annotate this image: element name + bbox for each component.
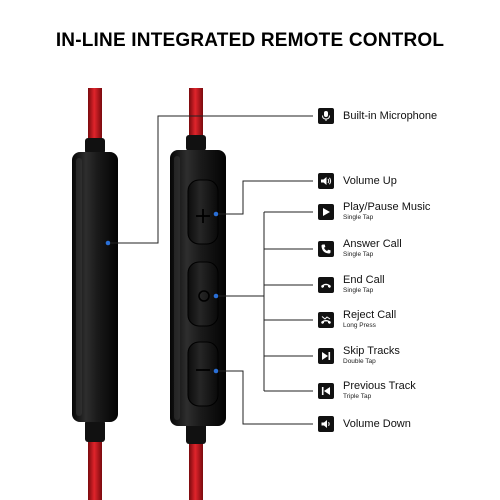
feature-volume-up: Volume Up — [318, 172, 397, 190]
skip-back-icon — [318, 383, 334, 399]
volume-up-dot — [213, 211, 219, 217]
microphone-housing — [72, 152, 118, 422]
feature-play-pause: Play/Pause Music Single Tap — [318, 201, 431, 222]
feature-sublabel: Single Tap — [343, 214, 374, 222]
mic-leader-line — [110, 115, 313, 244]
feature-answer-call: Answer Call Single Tap — [318, 238, 402, 259]
feature-label: Play/Pause Music — [343, 201, 431, 214]
microphone-icon — [318, 108, 334, 124]
feature-label: Reject Call — [343, 309, 397, 322]
multifunction-dot — [213, 293, 219, 299]
volume-up-icon — [318, 173, 334, 189]
phone-answer-icon — [318, 241, 334, 257]
microphone-dot — [105, 240, 111, 246]
feature-end-call: End Call Single Tap — [318, 274, 385, 295]
feature-label: Built-in Microphone — [343, 109, 438, 122]
volume-down-dot — [213, 368, 219, 374]
feature-label: Volume Down — [343, 417, 411, 430]
volume-up-leader-line — [218, 180, 313, 215]
feature-label: End Call — [343, 274, 385, 287]
feature-sublabel: Single Tap — [343, 251, 374, 259]
volume-down-button — [187, 341, 219, 407]
feature-label: Answer Call — [343, 238, 402, 251]
feature-label: Skip Tracks — [343, 345, 400, 358]
leader-lines — [110, 115, 313, 425]
volume-up-button — [187, 179, 219, 245]
skip-forward-icon — [318, 348, 334, 364]
phone-end-icon — [318, 277, 334, 293]
right-cable — [186, 88, 206, 500]
feature-previous-track: Previous Track Triple Tap — [318, 380, 416, 401]
page-title: IN-LINE INTEGRATED REMOTE CONTROL — [55, 30, 445, 51]
phone-reject-icon — [318, 312, 334, 328]
feature-sublabel: Long Press — [343, 322, 376, 330]
feature-sublabel: Single Tap — [343, 287, 374, 295]
play-icon — [318, 204, 334, 220]
feature-sublabel: Double Tap — [343, 358, 376, 366]
feature-sublabel: Triple Tap — [343, 393, 372, 401]
volume-down-icon — [318, 416, 334, 432]
left-cable — [85, 88, 105, 500]
feature-label: Previous Track — [343, 380, 416, 393]
feature-mic: Built-in Microphone — [318, 107, 437, 125]
multifunction-button — [187, 261, 219, 327]
feature-volume-down: Volume Down — [318, 415, 411, 433]
feature-skip-tracks: Skip Tracks Double Tap — [318, 345, 400, 366]
volume-down-leader-line — [218, 370, 313, 425]
feature-label: Volume Up — [343, 174, 397, 187]
feature-reject-call: Reject Call Long Press — [318, 309, 397, 330]
